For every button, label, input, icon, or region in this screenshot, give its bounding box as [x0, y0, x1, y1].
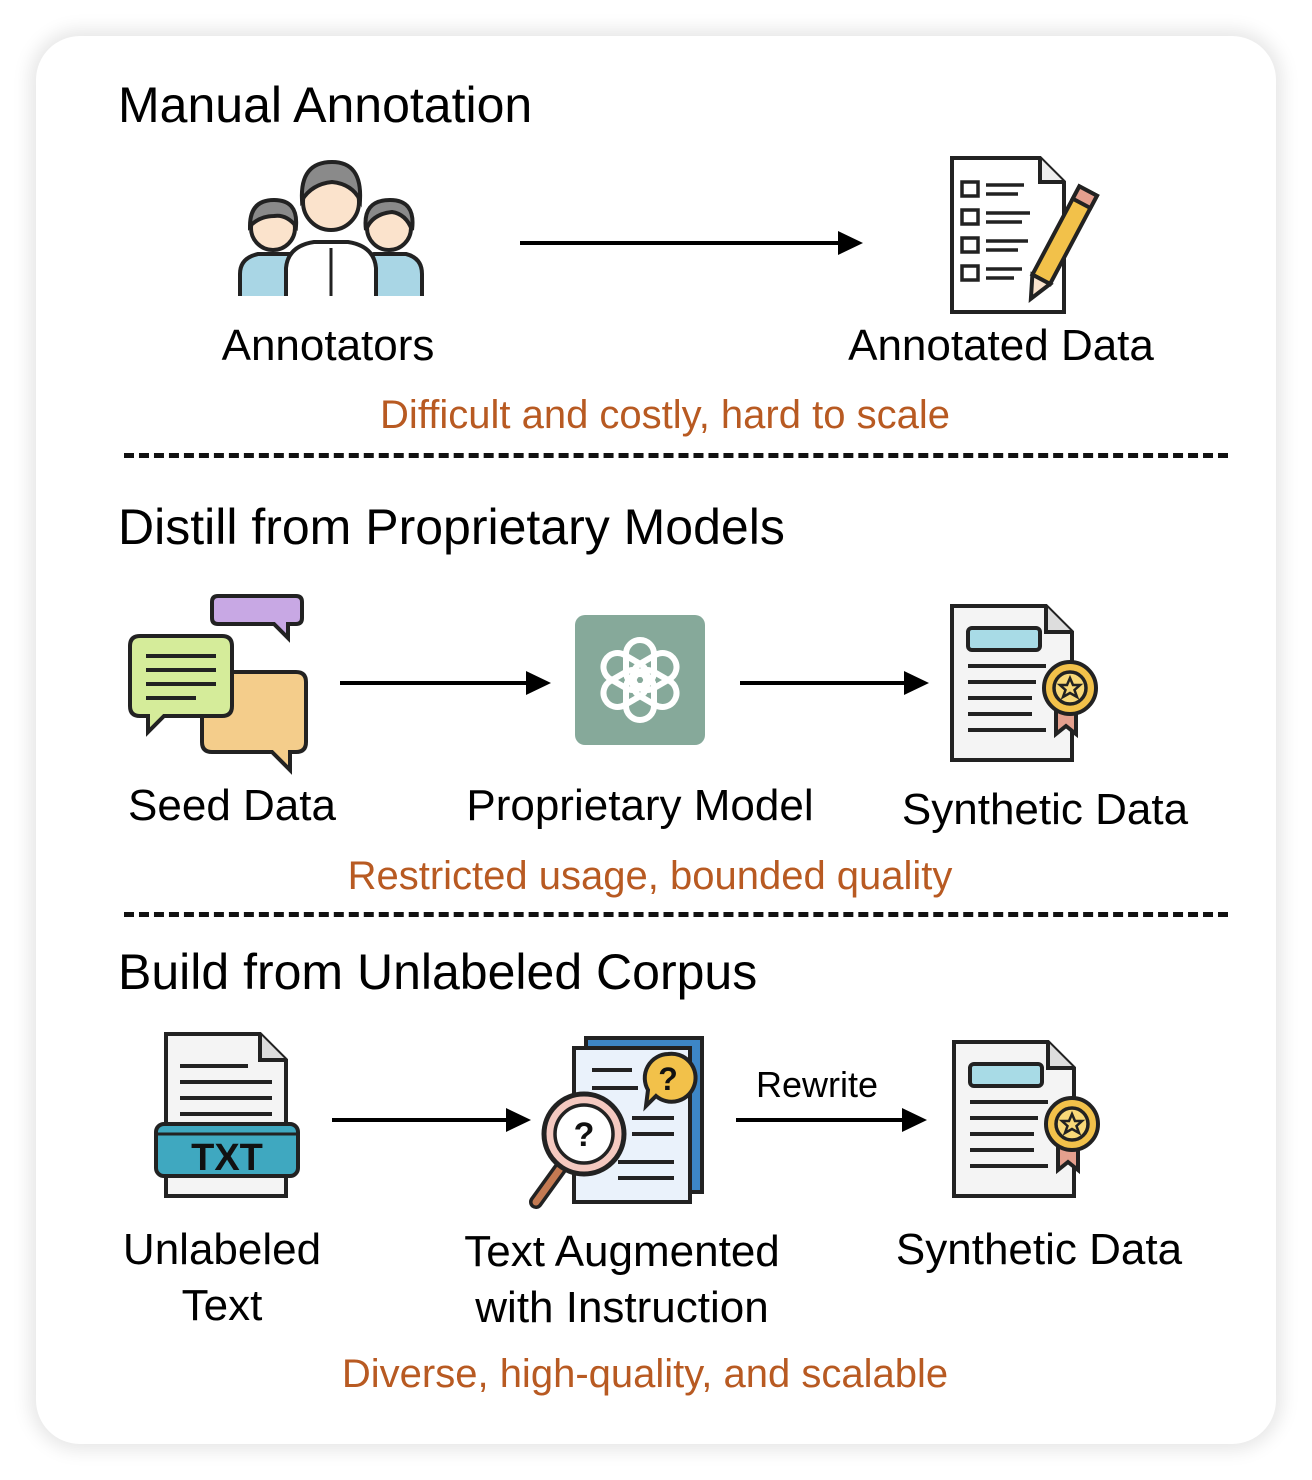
node-label-text-augmented-line2: with Instruction	[475, 1283, 769, 1332]
edge-label-rewrite: Rewrite	[756, 1064, 879, 1105]
annotated-document-icon	[950, 156, 1100, 314]
svg-text:TXT: TXT	[191, 1137, 263, 1179]
note-build: Diverse, high-quality, and scalable	[341, 1352, 949, 1396]
node-label-text-augmented: Text Augmented with Instruction	[440, 1224, 804, 1336]
txt-file-icon: TXT	[154, 1032, 300, 1198]
node-label-text-augmented-line1: Text Augmented	[464, 1227, 780, 1276]
arrow-augmented-to-synthetic	[736, 1108, 927, 1132]
arrow-model-to-synthetic	[740, 671, 929, 695]
node-label-unlabeled-text-line2: Text	[181, 1281, 263, 1330]
arrow-text-to-augmented	[332, 1108, 531, 1132]
magnifier-document-icon: ? ?	[529, 1036, 704, 1209]
section-title-distill: Distill from Proprietary Models	[118, 499, 785, 555]
svg-text:?: ?	[658, 1061, 678, 1097]
section-divider-1	[124, 453, 1228, 458]
node-label-annotators: Annotators	[221, 321, 435, 370]
node-label-seed-data: Seed Data	[128, 781, 336, 830]
openai-logo-icon	[575, 615, 705, 745]
node-label-unlabeled-text: Unlabeled Text	[92, 1222, 352, 1334]
section-divider-2	[124, 912, 1228, 917]
certified-document-icon	[950, 604, 1098, 762]
certified-document-icon	[952, 1040, 1100, 1198]
note-distill: Restricted usage, bounded quality	[347, 854, 953, 898]
node-label-synthetic-data-3: Synthetic Data	[895, 1225, 1183, 1274]
node-label-annotated-data: Annotated Data	[848, 321, 1154, 370]
arrow-annotators-to-data	[520, 231, 863, 255]
svg-text:?: ?	[574, 1116, 595, 1154]
node-label-proprietary-model: Proprietary Model	[466, 781, 814, 830]
section-title-build: Build from Unlabeled Corpus	[118, 944, 758, 1000]
chat-bubbles-icon	[128, 594, 308, 775]
annotators-icon	[238, 159, 424, 296]
arrow-seed-to-model	[340, 671, 551, 695]
section-title-manual-annotation: Manual Annotation	[118, 77, 533, 133]
node-label-synthetic-data-2: Synthetic Data	[901, 785, 1189, 834]
node-label-unlabeled-text-line1: Unlabeled	[122, 1225, 322, 1274]
note-manual-annotation: Difficult and costly, hard to scale	[380, 393, 950, 437]
